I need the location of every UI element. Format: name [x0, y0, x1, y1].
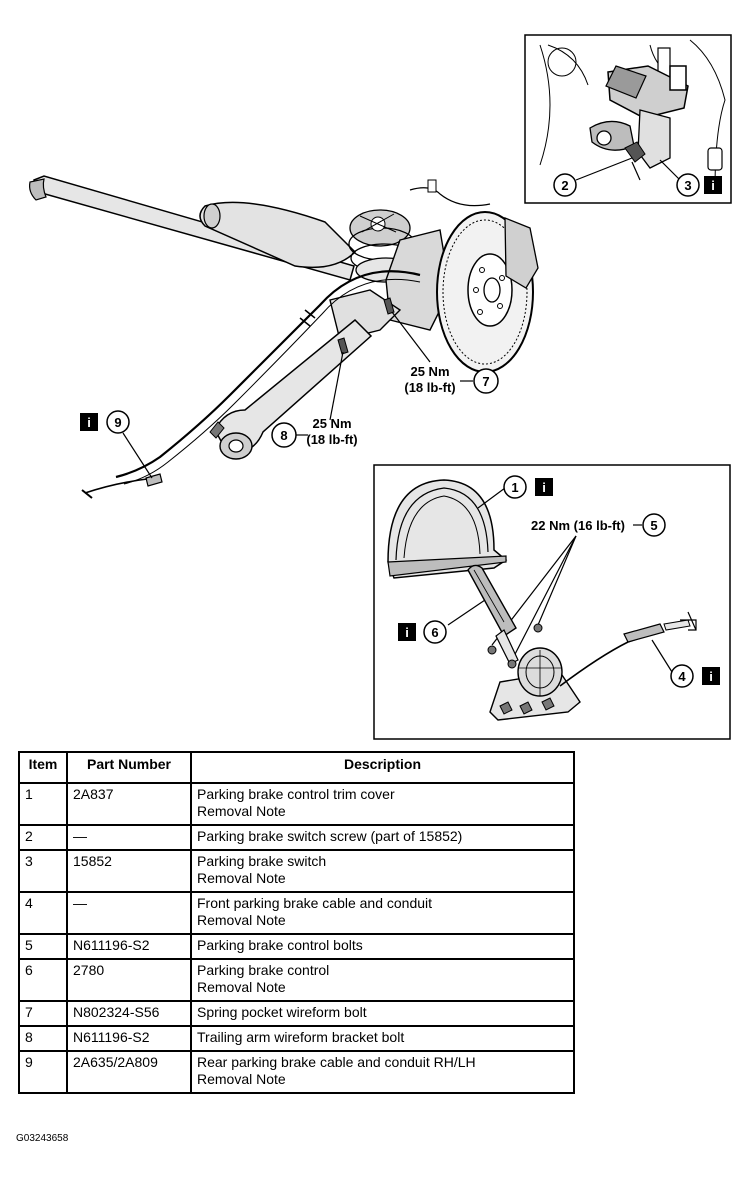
cell-description: Trailing arm wireform bracket bolt	[190, 1025, 575, 1052]
exploded-parts-diagram: 2 3 i	[29, 34, 732, 740]
description-text: Front parking brake cable and conduit	[197, 895, 433, 911]
svg-text:i: i	[709, 669, 713, 684]
callout-1: 1 i	[503, 475, 553, 499]
description-text: Spring pocket wireform bolt	[197, 1004, 367, 1020]
cell-part: 2A837	[66, 782, 192, 826]
svg-text:25 Nm: 25 Nm	[312, 416, 351, 431]
cell-part: N802324-S56	[66, 1000, 192, 1027]
callout-5-torque: 22 Nm (16 lb-ft) 5	[491, 513, 666, 661]
parking-brake-control-base	[487, 623, 581, 721]
cell-item: 4	[18, 891, 68, 935]
svg-text:22 Nm (16 lb-ft): 22 Nm (16 lb-ft)	[531, 518, 625, 533]
svg-text:1: 1	[511, 480, 518, 495]
inset-switch-detail: 2 3 i	[524, 34, 732, 204]
cell-description: Parking brake switch Removal Note	[190, 849, 575, 893]
table-row: 5 N611196-S2 Parking brake control bolts	[18, 933, 575, 960]
description-text: Rear parking brake cable and conduit RH/…	[197, 1054, 476, 1070]
cell-item: 9	[18, 1050, 68, 1094]
cell-description: Parking brake switch screw (part of 1585…	[190, 824, 575, 851]
svg-text:25 Nm: 25 Nm	[410, 364, 449, 379]
svg-text:(18 lb-ft): (18 lb-ft)	[306, 432, 357, 447]
cell-description: Parking brake control trim cover Removal…	[190, 782, 575, 826]
cell-part: N611196-S2	[66, 933, 192, 960]
cell-part: 15852	[66, 849, 192, 893]
cell-item: 8	[18, 1025, 68, 1052]
removal-note: Removal Note	[197, 1071, 286, 1087]
cell-part: 2A635/2A809	[66, 1050, 192, 1094]
cell-item: 6	[18, 958, 68, 1002]
table-row: 3 15852 Parking brake switch Removal Not…	[18, 849, 575, 893]
table-row: 1 2A837 Parking brake control trim cover…	[18, 782, 575, 826]
callout-8-torque: 25 Nm (18 lb-ft) 8	[271, 351, 358, 448]
removal-note: Removal Note	[197, 912, 286, 928]
table-row: 8 N611196-S2 Trailing arm wireform brack…	[18, 1025, 575, 1052]
parts-table: Item Part Number Description 1 2A837 Par…	[18, 751, 575, 1094]
cell-description: Rear parking brake cable and conduit RH/…	[190, 1050, 575, 1094]
removal-note: Removal Note	[197, 979, 286, 995]
header-description: Description	[190, 751, 575, 784]
cell-part: —	[66, 824, 192, 851]
cell-part: 2780	[66, 958, 192, 1002]
cell-description: Parking brake control bolts	[190, 933, 575, 960]
svg-text:7: 7	[482, 374, 489, 389]
removal-note: Removal Note	[197, 870, 286, 886]
cell-item: 5	[18, 933, 68, 960]
parking-brake-lever	[467, 564, 519, 665]
svg-text:8: 8	[280, 428, 287, 443]
cell-item: 1	[18, 782, 68, 826]
figure-code: G03243658	[16, 1133, 69, 1144]
cell-item: 2	[18, 824, 68, 851]
table-row: 4 — Front parking brake cable and condui…	[18, 891, 575, 935]
table-row: 7 N802324-S56 Spring pocket wireform bol…	[18, 1000, 575, 1027]
cell-description: Front parking brake cable and conduit Re…	[190, 891, 575, 935]
table-row: 6 2780 Parking brake control Removal Not…	[18, 958, 575, 1002]
info-icon: i	[704, 176, 722, 194]
description-text: Parking brake control bolts	[197, 937, 363, 953]
description-text: Parking brake switch screw (part of 1585…	[197, 828, 463, 844]
trim-cover	[387, 479, 508, 579]
table-row: 2 — Parking brake switch screw (part of …	[18, 824, 575, 851]
table-header-row: Item Part Number Description	[18, 751, 575, 784]
svg-text:i: i	[711, 178, 715, 193]
callout-4: 4 i	[670, 664, 720, 688]
svg-text:5: 5	[650, 518, 657, 533]
description-text: Parking brake switch	[197, 853, 327, 869]
cell-description: Parking brake control Removal Note	[190, 958, 575, 1002]
cell-item: 7	[18, 1000, 68, 1027]
header-part-number: Part Number	[66, 751, 192, 784]
callout-6: i 6	[398, 620, 447, 644]
description-text: Parking brake control trim cover	[197, 786, 395, 802]
description-text: Trailing arm wireform bracket bolt	[197, 1029, 405, 1045]
cell-description: Spring pocket wireform bolt	[190, 1000, 575, 1027]
inset-parking-brake-control: 1 i 22 Nm (16 lb-ft) 5	[373, 464, 731, 740]
svg-text:i: i	[87, 415, 91, 430]
cell-item: 3	[18, 849, 68, 893]
description-text: Parking brake control	[197, 962, 330, 978]
svg-text:4: 4	[678, 669, 686, 684]
rear-suspension-assembly	[29, 175, 539, 499]
removal-note: Removal Note	[197, 803, 286, 819]
svg-text:9: 9	[114, 415, 121, 430]
callout-7-torque: 25 Nm (18 lb-ft) 7	[391, 311, 499, 395]
cell-part: N611196-S2	[66, 1025, 192, 1052]
cell-part: —	[66, 891, 192, 935]
callout-2: 2	[553, 173, 577, 197]
callout-3: 3	[676, 173, 700, 197]
table-row: 9 2A635/2A809 Rear parking brake cable a…	[18, 1050, 575, 1094]
callout-9: i 9	[80, 410, 153, 479]
svg-text:i: i	[405, 625, 409, 640]
header-item: Item	[18, 751, 68, 784]
svg-text:(18 lb-ft): (18 lb-ft)	[404, 380, 455, 395]
svg-text:i: i	[542, 480, 546, 495]
svg-text:6: 6	[431, 625, 438, 640]
front-cable	[559, 611, 697, 687]
svg-text:3: 3	[684, 178, 691, 193]
svg-text:2: 2	[561, 178, 568, 193]
